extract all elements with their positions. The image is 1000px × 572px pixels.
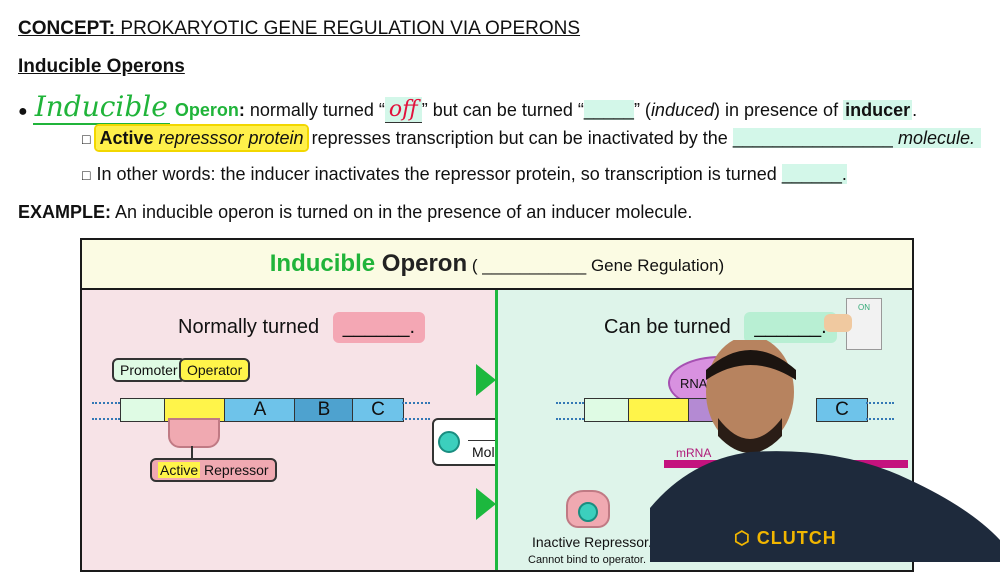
- bullet-dot: ●: [18, 103, 28, 120]
- presenter-video: ⬡ CLUTCH: [650, 336, 1000, 562]
- right-caption: Can be turned ______.: [604, 312, 837, 343]
- right-blank: ______.: [744, 312, 837, 343]
- concept-text: PROKARYOTIC GENE REGULATION VIA OPERONS: [120, 18, 581, 39]
- section-heading: Inducible Operons: [18, 56, 185, 77]
- hand-icon: [824, 314, 852, 332]
- inducer-word: inducer: [843, 100, 913, 120]
- operon-word: Operon: [174, 100, 239, 120]
- promoter-segment: [120, 398, 166, 422]
- text-paren: ” (: [633, 100, 651, 120]
- represses-text: represses transcription but can be inact…: [306, 128, 733, 148]
- left-blank: ______.: [332, 312, 426, 343]
- repressor-pointer: [191, 446, 193, 460]
- bound-inducer-icon: [578, 502, 598, 522]
- molecule-word: molecule.: [892, 128, 982, 148]
- clutch-logo: ⬡ CLUTCH: [734, 528, 837, 549]
- text-presence: ) in presence of: [714, 100, 844, 120]
- checkbox-square-icon: □: [82, 131, 91, 147]
- blank-on-2: ______.: [781, 164, 847, 184]
- molecule-circle-icon: [438, 431, 460, 453]
- in-other-words-text: In other words: the inducer inactivates …: [96, 164, 782, 184]
- dna-helix-left-icon: [92, 402, 120, 420]
- switch-on-icon: ON: [846, 298, 882, 350]
- concept-title: CONCEPT: PROKARYOTIC GENE REGULATION VIA…: [18, 18, 580, 40]
- can-be-turned-text: Can be turned: [604, 316, 731, 338]
- title-operon: Operon: [375, 250, 468, 277]
- example-text: An inducible operon is turned on in the …: [111, 202, 693, 222]
- left-caption: Normally turned ______.: [178, 312, 426, 343]
- gene-b: B: [294, 398, 354, 422]
- normally-turned-text: Normally turned: [178, 316, 320, 338]
- presenter-figure: [650, 336, 1000, 562]
- gene-c-2: C: [816, 398, 868, 422]
- active-repressor-label: Active Repressor: [150, 458, 277, 482]
- panel-divider: [495, 290, 498, 570]
- inactive-repressor-subtitle: Cannot bind to operator.: [528, 554, 647, 566]
- blank-inducer: ________________: [732, 128, 893, 148]
- gene-a: A: [224, 398, 296, 422]
- hexagon-icon: ⬡: [734, 528, 751, 548]
- sub-bullet-in-other-words: □ In other words: the inducer inactivates…: [82, 164, 847, 185]
- promoter-segment-2: [584, 398, 630, 422]
- example-line: EXAMPLE: An inducible operon is turned o…: [18, 202, 692, 223]
- blank-on: _____: [583, 100, 634, 120]
- checkbox-square-icon: □: [82, 167, 91, 183]
- text-normally: normally turned “: [244, 100, 385, 120]
- bullet-inducible: ● Inducible Operon: normally turned “off…: [18, 90, 918, 125]
- switch-on-text: ON: [858, 303, 870, 312]
- clutch-wordmark: CLUTCH: [756, 528, 837, 548]
- induced-word: induced: [650, 100, 714, 120]
- dna-helix-right-icon: [402, 402, 430, 420]
- period: .: [912, 100, 918, 120]
- sub-bullet-active-repressor: □ Active represssor protein represses tra…: [82, 126, 982, 150]
- dna-helix-right-icon-2: [866, 402, 894, 420]
- gene-c: C: [352, 398, 404, 422]
- title-gene-regulation: ( ___________ Gene Regulation): [467, 256, 725, 275]
- diagram-header: Inducible Operon ( ___________ Gene Regu…: [82, 240, 912, 290]
- mrna-label: mRNA: [676, 446, 712, 460]
- diagram-title: Inducible Operon ( ___________ Gene Regu…: [82, 250, 912, 278]
- promoter-label: Promoter: [112, 358, 186, 382]
- arrow-right-icon: [476, 364, 496, 396]
- repressor-word-diagram: Repressor: [200, 462, 269, 478]
- repressor-protein-word: represssor protein: [153, 128, 304, 148]
- operator-segment-2: [628, 398, 690, 422]
- concept-label: CONCEPT:: [18, 18, 116, 39]
- text-but-can: ” but can be turned “: [421, 100, 584, 120]
- handwritten-off: off: [384, 97, 422, 123]
- handwritten-inducible: Inducible: [32, 90, 170, 125]
- inactive-repressor-shape-icon: [566, 490, 610, 528]
- repressor-shape-icon: [168, 418, 220, 448]
- dna-helix-left-icon-2: [556, 402, 584, 420]
- active-repressor-highlight: Active represssor protein: [96, 126, 307, 150]
- title-inducible: Inducible: [269, 250, 376, 277]
- colon: :: [238, 100, 245, 120]
- active-word-diagram: Active: [158, 462, 201, 478]
- operator-label: Operator: [179, 358, 251, 382]
- example-label: EXAMPLE:: [18, 202, 112, 222]
- inactive-repressor-title: Inactive Repressor.: [532, 534, 652, 550]
- left-panel-normal: Normally turned ______. Promoter Operato…: [82, 290, 552, 570]
- arrow-right-icon-lower: [476, 488, 496, 520]
- active-word: Active: [99, 128, 154, 148]
